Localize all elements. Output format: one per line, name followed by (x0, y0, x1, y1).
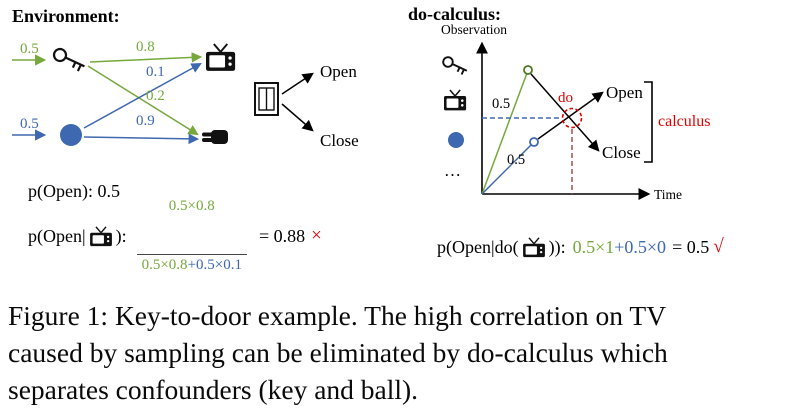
ball-sample-point (529, 137, 539, 147)
do-intervention-circle (561, 107, 583, 129)
do-label: do (558, 90, 573, 106)
y-axis-label: Observation (441, 22, 507, 37)
fraction-denominator: 0.5×0.8+0.5×0.1 (136, 254, 247, 275)
do-green-term: 0.5×1 (572, 236, 615, 257)
x-axis-label: Time (654, 187, 682, 202)
plot-open-label: Open (606, 83, 643, 102)
do-lhs-close: )): (548, 236, 566, 257)
plot-close-label: Close (602, 143, 641, 162)
ellipsis-label: … (444, 161, 461, 180)
arrow-door-open (281, 72, 314, 95)
fraction-numerator: 0.5×0.8 (168, 198, 215, 214)
do-calculus-plot: Observation Time … 0.5 0.5 (441, 22, 710, 202)
key-sample-point (523, 65, 533, 75)
weight-key-tv: 0.8 (136, 39, 155, 55)
do-result: = 0.5 (672, 236, 710, 257)
check-mark: √ (713, 236, 724, 257)
key-icon (52, 47, 85, 72)
key-trajectory-line (481, 72, 528, 195)
weight-ball-tv: 0.1 (146, 64, 165, 80)
cond-result: = 0.88 (258, 225, 306, 246)
cond-lhs-close: ): (115, 225, 127, 246)
caption-line: caused by sampling can be eliminated by … (8, 337, 668, 368)
conditional-formula: p(Open| ): 0.5×0.8 0.5×0.8+0.5×0.1 = 0.8… (28, 198, 322, 273)
do-blue-term: +0.5×0 (614, 236, 667, 257)
ball-icon (60, 124, 82, 146)
ball-trajectory-line (481, 143, 533, 195)
p-open-formula: p(Open): 0.5 (28, 181, 120, 201)
den-blue-term: +0.5×0.1 (187, 257, 242, 274)
den-green-term: 0.5×0.8 (141, 257, 188, 274)
env-close-label: Close (320, 131, 359, 150)
calculus-label: calculus (658, 113, 710, 130)
caption-line: Figure 1: Key-to-door example. The high … (8, 300, 667, 331)
do-lhs-open: p(Open|do( (437, 236, 519, 257)
weight-ball-hand: 0.9 (136, 113, 155, 129)
do-calculus-title: do-calculus: (408, 4, 502, 24)
edge-ball-tv (83, 62, 202, 129)
wrong-mark: × (311, 225, 322, 246)
ball-prior-label: 0.5 (20, 116, 39, 132)
cond-lhs-open: p(Open| (28, 225, 86, 246)
arrow-door-close (281, 103, 314, 132)
ball-weight-label: 0.5 (507, 152, 525, 168)
edge-key-hand (87, 65, 199, 136)
tv-icon (89, 225, 112, 246)
key-weight-label: 0.5 (492, 96, 510, 112)
hand-icon (202, 130, 228, 144)
tv-icon (444, 89, 467, 111)
edge-key-tv (89, 52, 203, 63)
environment-diagram: 0.5 0.5 (12, 39, 359, 150)
key-icon (442, 56, 468, 75)
door-icon (254, 82, 279, 116)
key-prior-label: 0.5 (20, 41, 39, 57)
caption-line: separates confounders (key and ball). (8, 374, 419, 405)
fraction: 0.5×0.8 0.5×0.8+0.5×0.1 (136, 160, 247, 313)
env-open-label: Open (320, 62, 357, 81)
figure-caption: Figure 1: Key-to-door example. The high … (8, 297, 800, 408)
tv-icon (206, 43, 236, 71)
arrow-to-open (537, 91, 604, 140)
outcome-bracket (644, 81, 653, 163)
tv-icon (522, 236, 545, 257)
weight-key-hand: 0.2 (146, 88, 165, 104)
environment-title: Environment: (12, 6, 120, 26)
do-formula: p(Open|do( )): 0.5×1 +0.5×0 = 0.5 √ (437, 234, 724, 260)
ball-icon (448, 132, 464, 148)
edge-ball-hand (83, 133, 200, 145)
